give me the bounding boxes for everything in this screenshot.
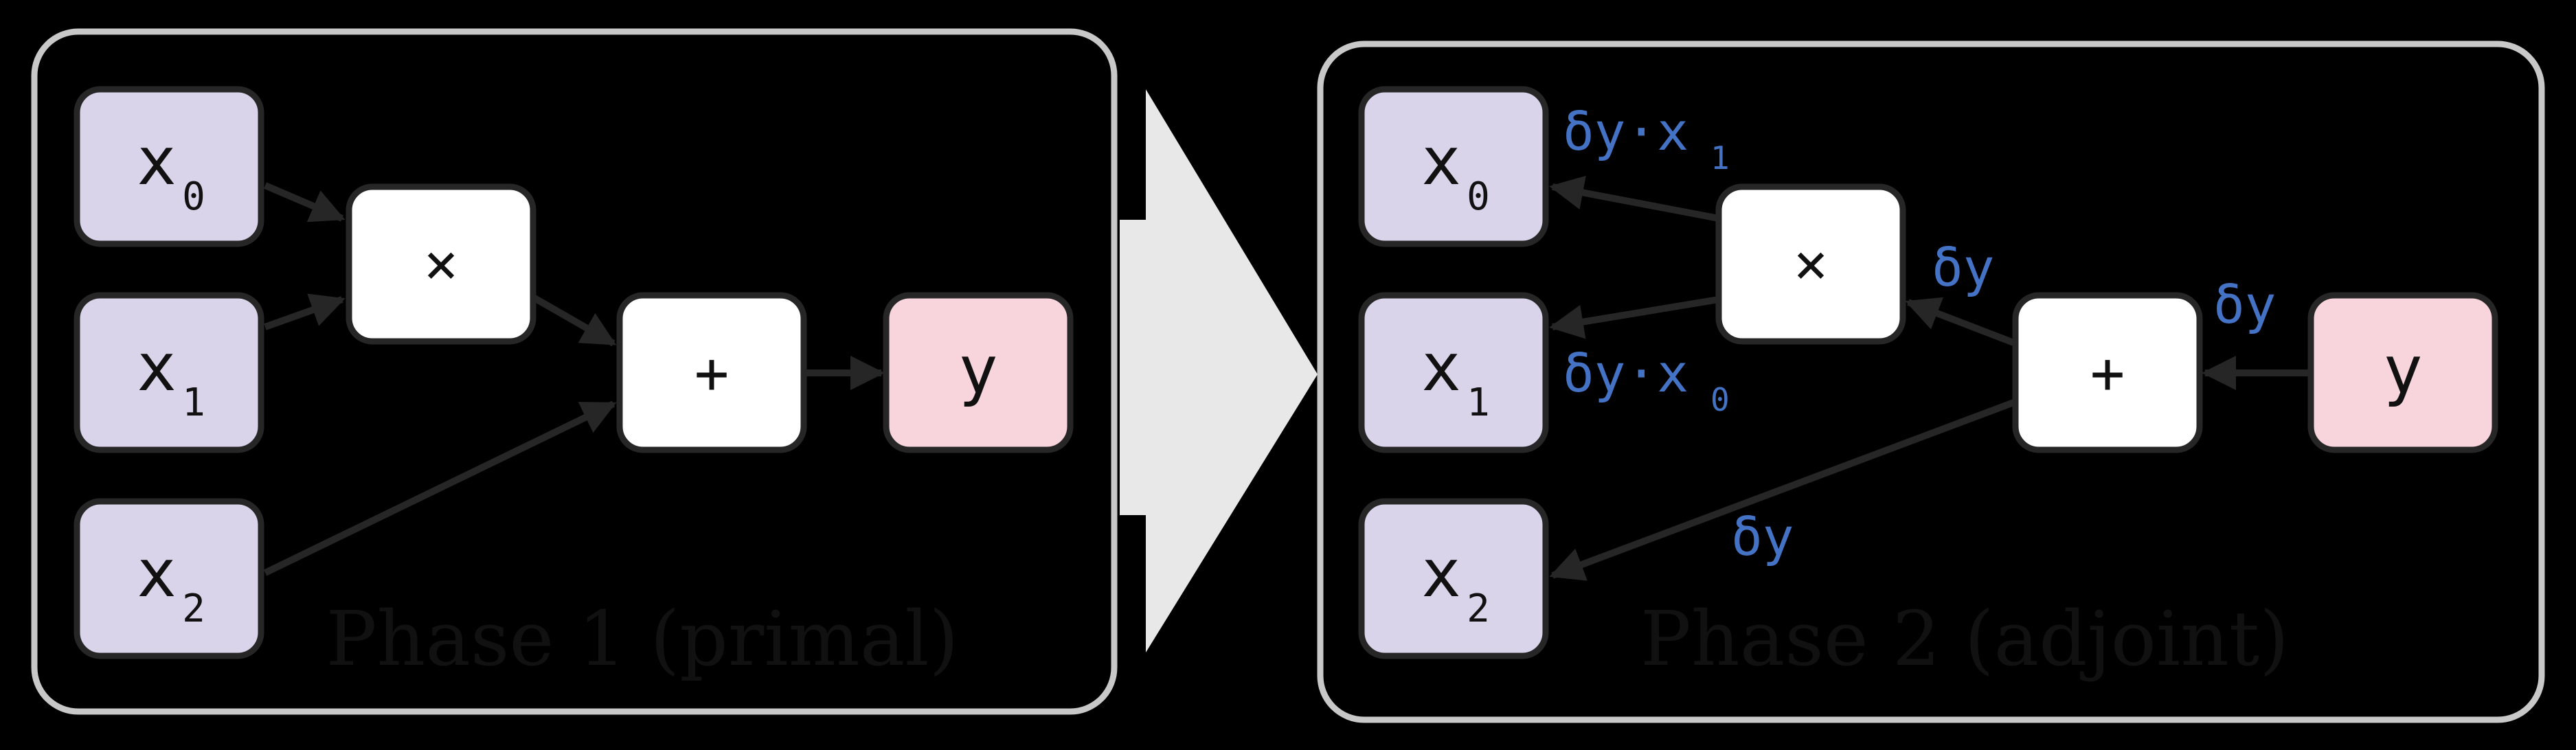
- adjoint-node-y: y: [2307, 292, 2498, 453]
- gradient-x1-text: δy·x: [1563, 343, 1688, 404]
- adjoint-edges: [1549, 175, 2311, 581]
- adjoint-phase-title: Phase 2 (adjoint): [1640, 595, 2289, 683]
- gradient-label-mul: δy: [1932, 237, 1995, 298]
- phase-transition-arrow: [1120, 89, 1318, 652]
- primal-phase-title: Phase 1 (primal): [326, 595, 959, 683]
- gradient-label-x1: δy·x 0: [1563, 343, 1730, 418]
- adjoint-x0-subscript: 0: [1467, 174, 1490, 219]
- primal-x2-label: x: [137, 535, 177, 612]
- adjoint-x0-label: x: [1421, 123, 1461, 200]
- primal-x0-label: x: [137, 123, 177, 200]
- adjoint-node-mul: ×: [1715, 183, 1906, 345]
- primal-x0-subscript: 0: [182, 174, 205, 219]
- gradient-x0-text: δy·x: [1563, 101, 1688, 162]
- adjoint-node-x2: x 2: [1358, 498, 1549, 659]
- adjoint-x1-subscript: 1: [1467, 380, 1490, 425]
- primal-node-x1: x 1: [74, 292, 264, 453]
- primal-y-label: y: [958, 332, 998, 409]
- adjoint-node-x1: x 1: [1358, 292, 1549, 453]
- gradient-label-add: δy: [2213, 274, 2276, 335]
- primal-node-y: y: [883, 292, 1074, 453]
- primal-x2-subscript: 2: [182, 587, 205, 631]
- gradient-x0-subscript: 1: [1710, 139, 1730, 177]
- edge-mul-to-add: [532, 295, 617, 347]
- adjoint-node-add: +: [2012, 292, 2203, 453]
- adjoint-y-label: y: [2383, 332, 2423, 409]
- edge-mul-to-x1: [1549, 296, 1719, 339]
- adjoint-node-x0: x 0: [1358, 86, 1549, 247]
- edge-x1-to-mul: [264, 293, 346, 330]
- edge-x0-to-mul: [264, 182, 346, 223]
- primal-node-x2: x 2: [74, 498, 264, 659]
- gradient-label-x0: δy·x 1: [1563, 101, 1730, 177]
- gradient-label-x2: δy: [1731, 506, 1794, 567]
- primal-x1-subscript: 1: [182, 380, 205, 425]
- primal-mul-label: ×: [424, 230, 459, 297]
- primal-node-x0: x 0: [74, 86, 264, 247]
- primal-add-label: +: [694, 339, 730, 407]
- primal-x1-label: x: [137, 329, 177, 406]
- edge-add-to-mul: [1905, 297, 2017, 347]
- edge-mul-to-x0: [1549, 175, 1719, 222]
- adjoint-x2-subscript: 2: [1467, 587, 1490, 631]
- primal-node-mul: ×: [346, 183, 536, 345]
- adjoint-mul-label: ×: [1794, 230, 1829, 297]
- big-arrow-shape: [1120, 89, 1318, 652]
- gradient-x1-subscript: 0: [1710, 381, 1730, 418]
- adjoint-panel: x 0 x 1 x 2 × + y δy·x 1: [1317, 41, 2545, 723]
- primal-node-add: +: [616, 292, 807, 453]
- primal-edges: [263, 182, 885, 576]
- edge-add-to-x2: [1549, 398, 2017, 581]
- edge-x2-to-add: [263, 400, 617, 576]
- adjoint-add-label: +: [2090, 339, 2125, 407]
- primal-panel: x 0 x 1 x 2 × + y Phase 1 (primal): [31, 28, 1118, 715]
- adjoint-x2-label: x: [1421, 535, 1461, 612]
- adjoint-x1-label: x: [1421, 329, 1461, 406]
